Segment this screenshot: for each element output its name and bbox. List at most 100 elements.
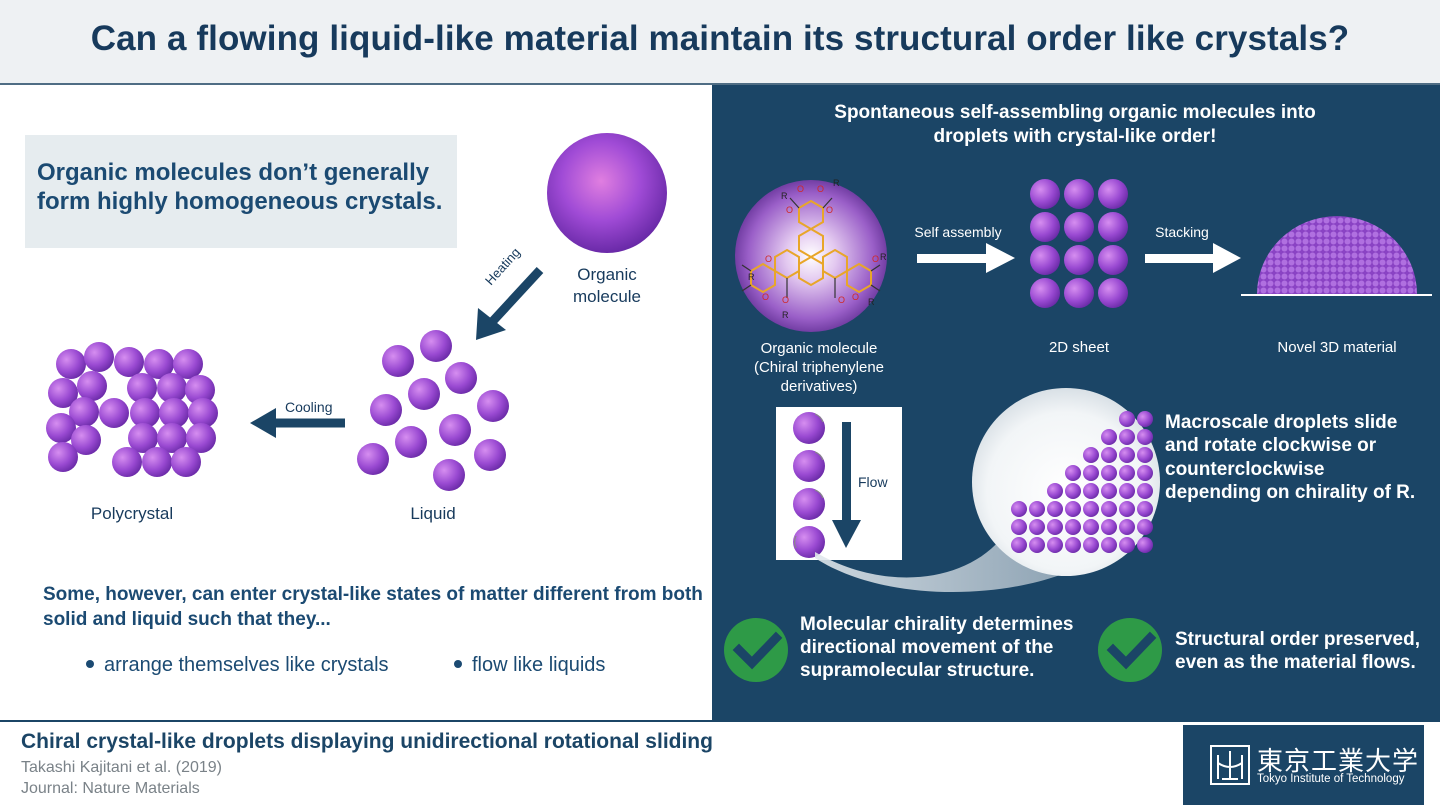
- lens-molecule: [1065, 483, 1081, 499]
- check-icon: [724, 618, 788, 682]
- check-text-chirality: Molecular chirality determines direction…: [800, 614, 1074, 681]
- svg-text:O: O: [852, 292, 859, 302]
- polycrystal-label: Polycrystal: [90, 504, 174, 523]
- lens-molecule: [1083, 537, 1099, 553]
- lens-molecule: [1119, 519, 1135, 535]
- lens-molecule: [1047, 483, 1063, 499]
- check-text-order: Structural order preserved, even as the …: [1175, 629, 1420, 673]
- logo-english-text: Tokyo Institute of Technology: [1257, 773, 1405, 785]
- rotation-arrows-icon: [794, 413, 824, 549]
- bottom-question: Some, however, can enter crystal-like st…: [43, 584, 703, 630]
- substituent-bonds: [741, 197, 881, 298]
- svg-text:R: R: [748, 272, 755, 282]
- lens-molecule: [1011, 501, 1027, 517]
- footer-title: Chiral crystal-like droplets displaying …: [21, 730, 713, 753]
- lens-molecule: [1119, 483, 1135, 499]
- lens-molecule: [1137, 411, 1153, 427]
- svg-text:R: R: [781, 191, 788, 201]
- magnifier-beam: [815, 540, 1060, 593]
- 3d-material-dome: [1257, 216, 1417, 294]
- lens-molecule: [1101, 429, 1117, 445]
- lens-molecule: [1029, 519, 1045, 535]
- svg-text:R: R: [782, 310, 789, 320]
- self-assembly-arrow-icon: [917, 243, 1015, 273]
- macro-droplets-text: Macroscale droplets slide and rotate clo…: [1165, 412, 1416, 503]
- bullet-item: arrange themselves like crystals: [86, 654, 389, 677]
- lens-molecule-stack: [1011, 411, 1153, 553]
- svg-text:O: O: [826, 205, 833, 215]
- lens-molecule: [1101, 519, 1117, 535]
- svg-text:O: O: [786, 205, 793, 215]
- lens-molecule: [1119, 429, 1135, 445]
- lens-molecule: [1065, 501, 1081, 517]
- logo-icon: [1210, 745, 1250, 785]
- novel-material-caption: Novel 3D material: [1277, 339, 1397, 356]
- flow-label: Flow: [858, 474, 888, 490]
- bullet-text: arrange themselves like crystals: [104, 654, 389, 676]
- lens-molecule: [1101, 465, 1117, 481]
- organic-molecule-sphere: [547, 133, 667, 253]
- liquid-label: Liquid: [410, 504, 456, 523]
- lens-molecule: [1065, 465, 1081, 481]
- lens-molecule: [1101, 501, 1117, 517]
- lens-molecule: [1119, 447, 1135, 463]
- organic-molecule-label: Organic molecule: [572, 265, 642, 306]
- stacking-label: Stacking: [1155, 224, 1209, 240]
- lens-molecule: [1047, 537, 1063, 553]
- svg-text:R: R: [868, 297, 875, 307]
- bullet-dot: [454, 659, 462, 668]
- lens-molecule: [1137, 447, 1153, 463]
- svg-text:R: R: [880, 252, 887, 262]
- svg-text:O: O: [782, 295, 789, 305]
- title-bar: Can a flowing liquid-like material maint…: [0, 0, 1440, 85]
- right-heading: Spontaneous self-assembling organic mole…: [834, 102, 1316, 147]
- sheet-caption: 2D sheet: [1048, 339, 1110, 356]
- self-assembly-label: Self assembly: [914, 224, 1002, 240]
- footer-journal: Journal: Nature Materials: [21, 780, 200, 797]
- lens-molecule: [1137, 483, 1153, 499]
- lens-molecule: [1119, 537, 1135, 553]
- heating-arrow-icon: [476, 266, 544, 340]
- cooling-label: Cooling: [285, 399, 333, 415]
- logo-japanese-text: 東京工業大学: [1257, 746, 1420, 776]
- 2d-sheet-grid: [1030, 179, 1128, 308]
- bullet-dot: [86, 659, 94, 668]
- lens-molecule: [1047, 501, 1063, 517]
- r-group-labels: RR RR RR: [748, 178, 887, 320]
- callout-text: Organic molecules don’t generally form h…: [37, 159, 443, 215]
- lens-molecule: [1083, 465, 1099, 481]
- university-logo: 東京工業大学 Tokyo Institute of Technology: [1183, 725, 1424, 805]
- lens-molecule: [1119, 501, 1135, 517]
- lens-molecule: [1047, 519, 1063, 535]
- lens-molecule: [1137, 519, 1153, 535]
- svg-text:O: O: [797, 184, 804, 194]
- lens-molecule: [1011, 519, 1027, 535]
- callout-box: [25, 135, 457, 248]
- stacking-arrow-icon: [1145, 243, 1241, 273]
- lens-molecule: [1065, 537, 1081, 553]
- lens-molecule: [1101, 447, 1117, 463]
- lens-molecule: [1137, 537, 1153, 553]
- svg-text:O: O: [872, 254, 879, 264]
- lens-molecule: [1119, 411, 1135, 427]
- lens-molecule: [1083, 483, 1099, 499]
- flow-droplets: [793, 412, 825, 558]
- lens-molecule: [1119, 465, 1135, 481]
- lens-molecule: [1137, 429, 1153, 445]
- lens-molecule: [1083, 519, 1099, 535]
- lens-molecule: [1101, 483, 1117, 499]
- check-icon: [1098, 618, 1162, 682]
- organic-molecule-caption: Organic molecule (Chiral triphenylene de…: [753, 340, 885, 395]
- footer-authors: Takashi Kajitani et al. (2019): [21, 759, 222, 776]
- svg-text:O: O: [817, 184, 824, 194]
- svg-text:O: O: [762, 292, 769, 302]
- polycrystal-balls: [46, 342, 218, 477]
- lens-molecule: [1101, 537, 1117, 553]
- lens-molecule: [1011, 537, 1027, 553]
- lens-molecule: [1029, 501, 1045, 517]
- lens-molecule: [1083, 447, 1099, 463]
- page-title: Can a flowing liquid-like material maint…: [90, 19, 1350, 58]
- cooling-arrow-icon: [250, 408, 345, 438]
